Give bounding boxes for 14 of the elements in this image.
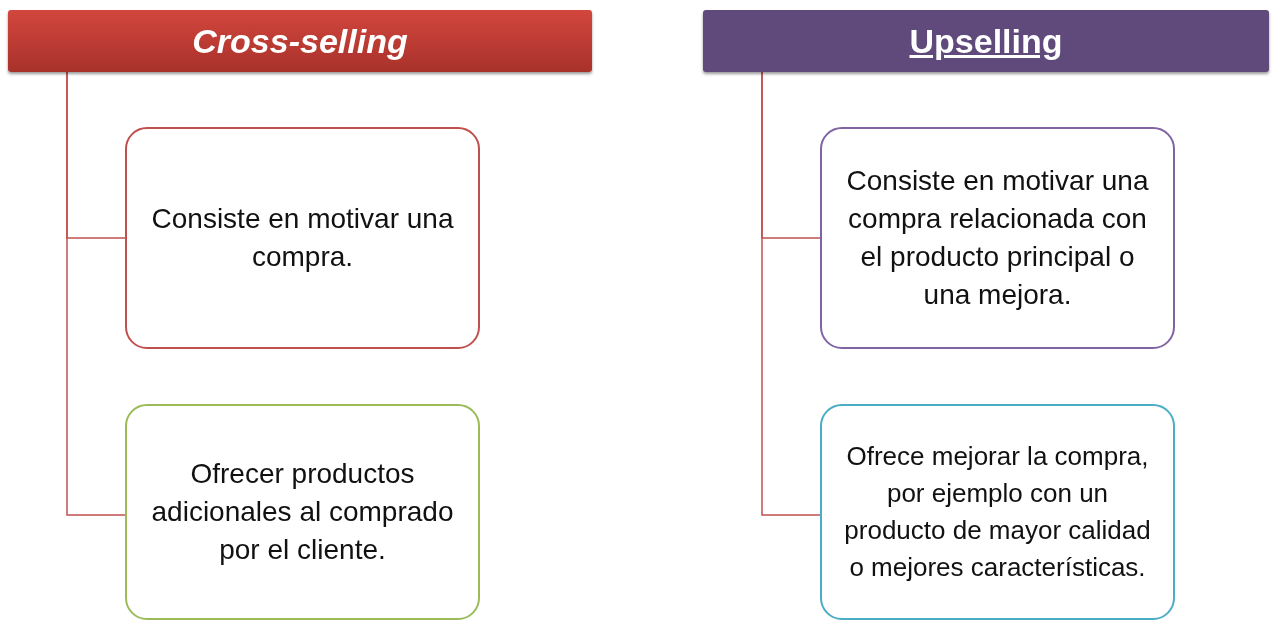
header-bar bbox=[703, 10, 1269, 72]
description-text: Consiste en motivar una compra. bbox=[150, 202, 455, 274]
header-title: Cross-selling bbox=[192, 20, 408, 62]
text-box bbox=[820, 127, 1175, 349]
text-box bbox=[125, 404, 480, 620]
text-box bbox=[820, 404, 1175, 620]
header-title: Upselling bbox=[909, 20, 1063, 62]
connector-line bbox=[761, 71, 821, 516]
header-bar bbox=[8, 10, 592, 72]
description-text: Ofrece mejorar la compra, por ejemplo con un producto de mayor calidad o mejores características. bbox=[843, 440, 1152, 584]
text-box bbox=[125, 127, 480, 349]
description-text: Ofrecer productos adicionales al comprado por el cliente. bbox=[150, 457, 455, 567]
description-text: Consiste en motivar una compra relacionada con el producto principal o una mejora. bbox=[845, 164, 1150, 312]
connector-line bbox=[66, 71, 126, 516]
